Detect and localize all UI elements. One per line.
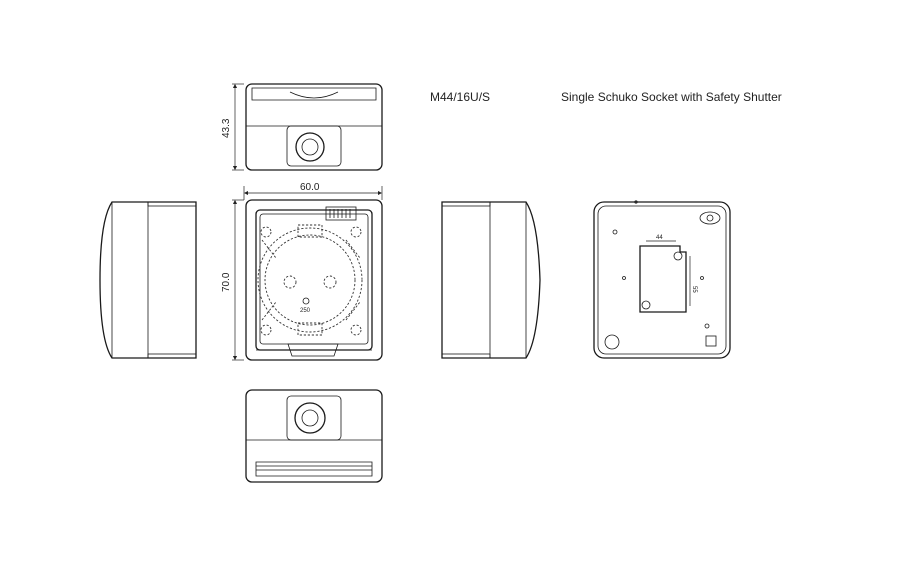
dimension-height-front: 70.0 <box>221 272 232 292</box>
dimension-back-height: 55 <box>691 286 697 293</box>
right-side-view <box>441 201 541 359</box>
model-number: M44/16U/S <box>430 90 490 104</box>
product-description: Single Schuko Socket with Safety Shutter <box>561 90 782 104</box>
top-view <box>245 83 383 171</box>
dimension-height-top: 43.3 <box>221 118 232 138</box>
bottom-view <box>245 389 383 483</box>
front-view: 250 <box>245 199 383 361</box>
dimension-back-width: 44 <box>656 235 663 241</box>
left-side-view <box>99 201 197 359</box>
back-view: 44 55 <box>593 200 731 359</box>
svg-text:250: 250 <box>300 308 311 314</box>
dimension-width-front: 60.0 <box>300 182 320 193</box>
